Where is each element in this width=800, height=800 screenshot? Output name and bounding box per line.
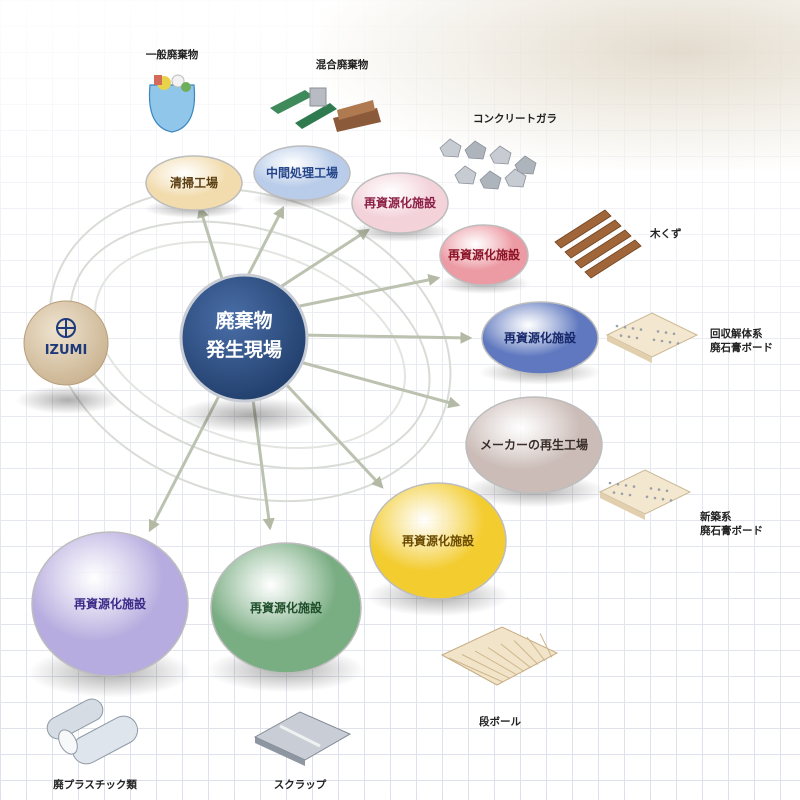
item-cardboard: 段ボール (440, 626, 559, 728)
node-label: 再資源化施設 (364, 195, 437, 210)
arrow-to-cardboard (280, 378, 384, 489)
item-seisou: 一般廃棄物 (146, 48, 199, 133)
node-concrete[interactable]: 再資源化施設 (349, 172, 451, 242)
node-label: 再資源化施設 (250, 600, 323, 615)
item-label: 廃石膏ボード (700, 524, 763, 537)
node-disc (210, 542, 362, 674)
node-disc (31, 531, 189, 677)
background-factory-haze (320, 0, 800, 170)
board2-icon (598, 469, 692, 520)
node-cardboard[interactable]: 再資源化施設 (366, 482, 510, 617)
arrow-to-maker (299, 360, 461, 409)
izumi-logo-text: IZUMI (45, 343, 88, 358)
destination-nodes: 清掃工場中間処理工場再資源化施設再資源化施設再資源化施設メーカーの再生工場再資源… (28, 145, 606, 698)
item-label: 一般廃棄物 (146, 48, 199, 61)
item-label: 回収解体系 (710, 327, 763, 340)
item-scrap: スクラップ (253, 711, 352, 791)
arrow-to-concrete (267, 228, 371, 297)
center-node[interactable]: 廃棄物 発生現場 (175, 273, 325, 433)
bag-icon (148, 74, 196, 133)
node-gypsum1[interactable]: 再資源化施設 (479, 301, 601, 385)
item-concrete: コンクリートガラ (439, 112, 557, 190)
scrap-icon (253, 711, 352, 766)
node-label: 再資源化施設 (448, 247, 521, 262)
node-seisou[interactable]: 清掃工場 (143, 155, 245, 219)
arrow-to-wood (289, 274, 441, 310)
item-label: 混合廃棄物 (316, 58, 369, 71)
item-label: コンクリートガラ (473, 112, 557, 125)
node-plastic[interactable]: 再資源化施設 (28, 531, 192, 698)
arrow-to-gypsum1 (299, 331, 473, 344)
izumi-emblem-icon (56, 318, 76, 338)
item-chukan: 混合廃棄物 (270, 58, 381, 132)
node-maker[interactable]: メーカーの再生工場 (462, 396, 606, 508)
cardboard-icon (440, 626, 559, 686)
item-label: 段ボール (479, 715, 521, 728)
node-label: メーカーの再生工場 (480, 437, 588, 452)
node-disc (439, 224, 529, 286)
item-plastic: 廃プラスチック類 (46, 698, 139, 791)
node-disc (145, 155, 243, 211)
node-label: 再資源化施設 (402, 533, 475, 548)
node-label: 中間処理工場 (266, 165, 338, 180)
mixed-icon (270, 87, 381, 132)
rubble-icon (439, 138, 537, 190)
node-label: 清掃工場 (170, 175, 218, 190)
orbit-rings (48, 187, 452, 503)
node-wood[interactable]: 再資源化施設 (437, 224, 531, 294)
node-label: 再資源化施設 (504, 330, 577, 345)
izumi-logo-node[interactable]: IZUMI (16, 300, 120, 414)
node-disc (253, 145, 351, 201)
item-label: スクラップ (274, 778, 327, 791)
node-disc (465, 396, 603, 494)
item-label: 廃プラスチック類 (53, 778, 137, 791)
arrow-to-seisou (197, 205, 227, 289)
planks-icon (554, 209, 642, 279)
node-disc (481, 301, 599, 375)
node-chukan[interactable]: 中間処理工場 (251, 145, 353, 209)
pipes-icon (46, 698, 139, 765)
item-label: 新築系 (700, 510, 732, 523)
item-label: 廃石膏ボード (710, 341, 773, 354)
node-disc (369, 482, 507, 600)
board-icon (605, 312, 699, 363)
item-wood: 木くず (554, 209, 682, 279)
node-scrap[interactable]: 再資源化施設 (207, 542, 365, 693)
material-items: 一般廃棄物混合廃棄物コンクリートガラ木くず回収解体系廃石膏ボード新築系廃石膏ボー… (46, 48, 773, 791)
center-label-line2: 発生現場 (205, 338, 282, 361)
center-label-line1: 廃棄物 (215, 309, 272, 332)
arrow-to-chukan (241, 205, 285, 286)
node-disc (351, 172, 449, 234)
node-label: 再資源化施設 (74, 596, 147, 611)
item-label: 木くず (649, 227, 682, 240)
